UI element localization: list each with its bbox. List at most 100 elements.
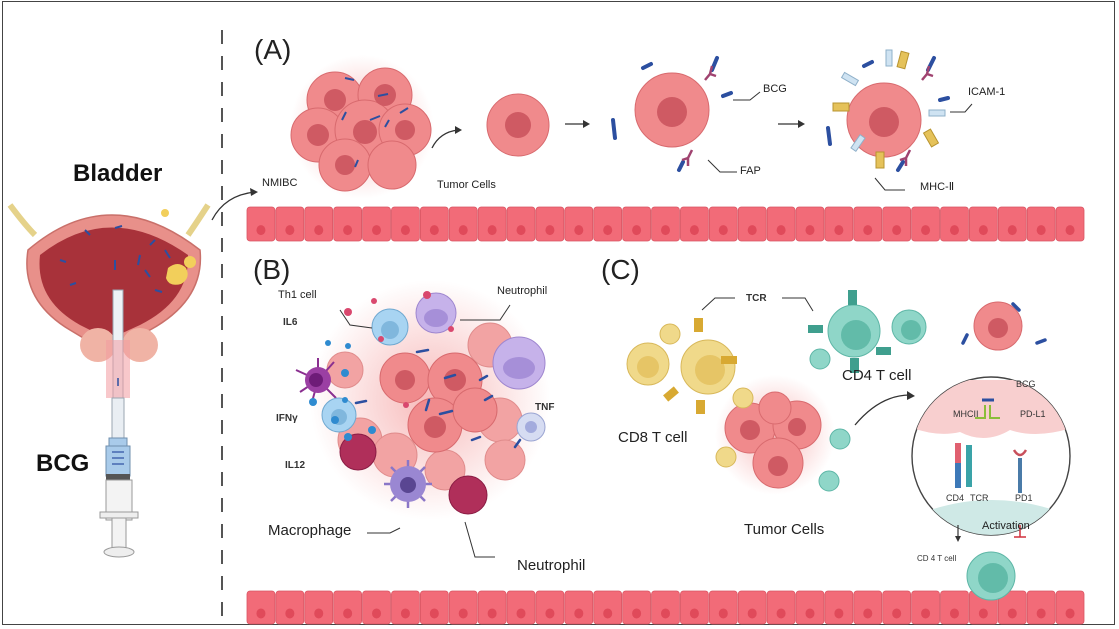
epithelial-nucleus [718, 225, 728, 236]
epithelial-nucleus [516, 225, 526, 236]
epithelial-cell [651, 590, 680, 625]
epithelial-nucleus [1007, 225, 1017, 236]
epithelial-cell [477, 590, 507, 625]
epithelial-nucleus [689, 225, 699, 236]
epithelial-nucleus [921, 225, 931, 236]
epithelial-cell [275, 590, 305, 625]
epithelial-cell [882, 590, 912, 625]
inset-mhcii-label: MHCII [953, 409, 979, 419]
epithelial-nucleus [603, 608, 613, 619]
epithelial-cell [795, 590, 825, 625]
epithelial-cell [853, 206, 883, 242]
il12-label: IL12 [285, 460, 306, 471]
epithelial-cell [824, 590, 854, 625]
epithelial-nucleus [805, 608, 815, 619]
epithelial-nucleus [603, 225, 613, 236]
cd4-t-cell-label: CD4 T cell [842, 367, 912, 384]
epithelial-cell [622, 590, 651, 625]
panel-a-bcg-bound-cell [611, 56, 733, 172]
epithelial-cell [391, 590, 420, 625]
tnf-label: TNF [535, 402, 555, 413]
epithelial-cell [882, 206, 912, 242]
epithelial-cell [391, 206, 420, 242]
panel-c-cells [626, 290, 927, 495]
macrophage-label: Macrophage [268, 522, 352, 539]
epithelial-cell [853, 590, 883, 625]
inset-pdl1-label: PD-L1 [1020, 409, 1046, 419]
epithelial-cell [535, 206, 565, 242]
epithelial-nucleus [978, 608, 988, 619]
epithelial-nucleus [1065, 225, 1075, 236]
tcr-label: TCR [746, 293, 767, 304]
arrow-a-2-head [583, 120, 590, 128]
epithelial-nucleus [805, 225, 815, 236]
epithelial-nucleus [1036, 225, 1046, 236]
bladder-label: Bladder [73, 160, 163, 187]
epithelial-cell [708, 206, 738, 242]
epithelial-nucleus [343, 225, 353, 236]
epithelial-cell [506, 590, 536, 625]
epithelial-nucleus [285, 225, 295, 236]
epithelial-cell [940, 590, 969, 625]
epithelial-nucleus [949, 225, 959, 236]
epithelial-nucleus [747, 608, 757, 619]
tumor-cells-label-a: Tumor Cells [437, 179, 496, 191]
epithelial-nucleus [892, 608, 902, 619]
bladder-to-nmibc-arrowhead [250, 188, 258, 196]
epithelial-cell [1026, 206, 1056, 242]
epithelial-cell [737, 206, 767, 242]
epithelial-cell [1055, 206, 1085, 242]
epithelium-bottom [246, 590, 1085, 625]
epithelial-cell [593, 590, 623, 625]
epithelial-cell [304, 206, 334, 242]
epithelial-nucleus [314, 225, 324, 236]
epithelial-nucleus [429, 608, 439, 619]
epithelial-nucleus [343, 608, 353, 619]
epithelial-nucleus [921, 608, 931, 619]
bcg-syringe-label: BCG [36, 450, 90, 477]
il6-label: IL6 [283, 317, 298, 328]
epithelial-cell [448, 590, 478, 625]
bladder-to-nmibc-arrow [211, 191, 256, 221]
inset-cd4-label: CD4 [946, 493, 965, 503]
epithelial-cell [477, 206, 507, 242]
epithelial-nucleus [978, 225, 988, 236]
epithelial-nucleus [429, 225, 439, 236]
epithelial-nucleus [545, 608, 555, 619]
epithelial-nucleus [892, 225, 902, 236]
epithelial-nucleus [747, 225, 757, 236]
epithelial-cell [246, 590, 276, 625]
panel-a-single-tumor-cell [486, 93, 550, 157]
epithelial-nucleus [1036, 608, 1046, 619]
epithelial-nucleus [834, 608, 844, 619]
epithelial-cell [997, 206, 1027, 242]
epithelial-cell [564, 590, 594, 625]
epithelial-cell [680, 590, 709, 625]
epithelial-nucleus [314, 608, 324, 619]
epithelial-cell [622, 206, 651, 242]
epithelial-cell [940, 206, 969, 242]
epithelial-nucleus [1007, 608, 1017, 619]
epithelial-cell [766, 590, 796, 625]
bcg-label-a: BCG [763, 83, 787, 95]
epithelial-nucleus [256, 225, 266, 236]
epithelial-nucleus [718, 608, 728, 619]
panel-a-tumor-cluster [290, 55, 434, 199]
panel-b-letter: (B) [253, 254, 291, 285]
epithelium-top [246, 206, 1085, 242]
inset-pd1-label: PD1 [1015, 493, 1033, 503]
epithelial-nucleus [661, 608, 670, 619]
bladder-illustration [7, 203, 211, 401]
epithelial-nucleus [372, 225, 382, 236]
epithelial-nucleus [458, 225, 468, 236]
epithelial-nucleus [689, 608, 699, 619]
arrow-a-1 [431, 129, 459, 149]
epithelial-nucleus [574, 225, 584, 236]
epithelial-nucleus [545, 225, 555, 236]
panel-a-leader-lines [707, 91, 973, 191]
epithelial-nucleus [285, 608, 295, 619]
arrow-a-1-head [455, 126, 462, 134]
inset-activation-label: Activation [982, 520, 1030, 532]
arrow-a-3-head [798, 120, 805, 128]
